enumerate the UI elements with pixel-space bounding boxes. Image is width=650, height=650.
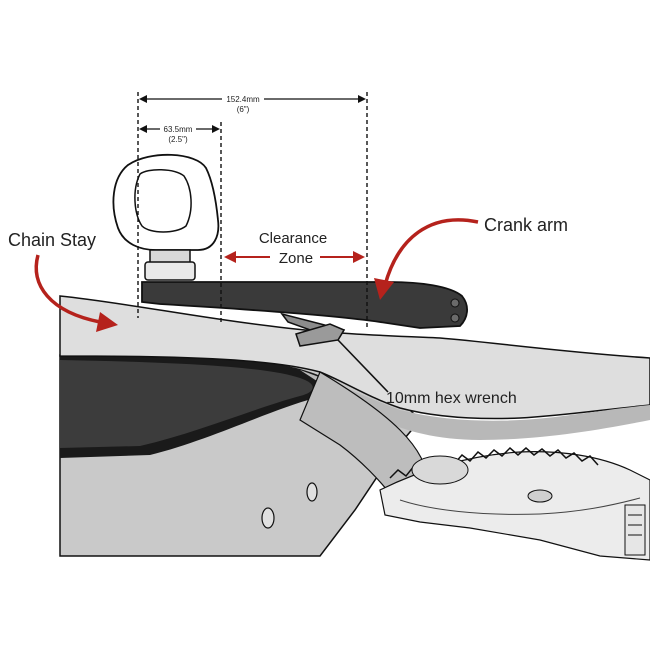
dimension-guides: 152.4mm (6") 63.5mm (2.5") [137,92,368,328]
crank-bolt-upper [450,298,460,308]
hex-wrench-short-arm [295,323,346,347]
pedal-cleat-outline [134,169,192,233]
pedal-body [112,153,220,251]
bike-frame [59,295,650,561]
frame-dark-opening [60,350,330,458]
dim-outer-mm: 152.4mm [226,95,260,104]
chain-stay-arrow [34,254,101,324]
clearance-label-line1: Clearance [259,230,327,247]
dim-arrow-inner-right [212,125,220,133]
crank-arm-arrow-head [374,278,394,300]
clearance-label-line2: Zone [279,250,313,267]
dim-inner-mm: 63.5mm [164,125,193,134]
pedal-spindle-nut [144,261,196,281]
dim-inner-in: (2.5") [168,135,188,144]
clearance-arrow-right-head [353,251,365,263]
dim-outer-in: (6") [237,105,250,114]
clearance-zone: Clearance Zone [224,230,365,267]
dim-arrow-outer-left [139,95,147,103]
crank-arm-arrow [383,218,479,286]
crank-bolt-lower [450,313,460,323]
chainring [379,446,650,561]
callout-hex-wrench: 10mm hex wrench [337,339,517,407]
chain-stay-label: Chain Stay [8,230,96,250]
frame-bolt-1 [261,507,275,529]
frame-inner-highlight [60,360,313,448]
clearance-arrow-left-head [224,251,236,263]
hex-wrench-leader [337,339,389,393]
hex-wrench-label: 10mm hex wrench [386,390,517,407]
chain-stay-arrow-head [96,312,118,332]
crank-assembly [112,153,468,329]
crank-arm [141,281,468,329]
callout-crank-arm: Crank arm [374,215,568,300]
frame-bolt-2 [306,482,318,502]
dim-arrow-outer-right [358,95,366,103]
crank-arm-label: Crank arm [484,215,568,235]
dim-arrow-inner-left [139,125,147,133]
callout-chain-stay: Chain Stay [8,230,118,332]
